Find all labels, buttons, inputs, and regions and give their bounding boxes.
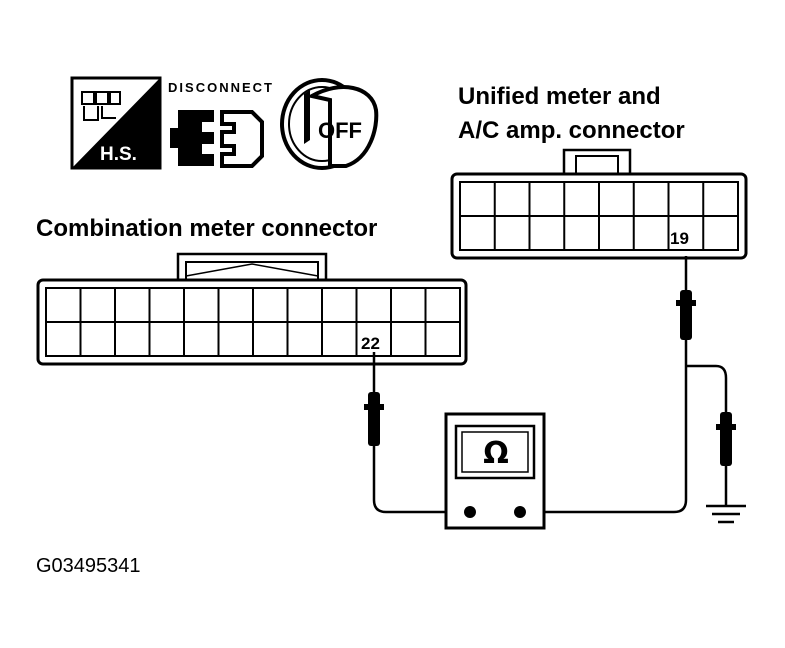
hs-icon: H.S. (70, 76, 162, 170)
meter-terminal-right (514, 506, 526, 518)
unified-meter-connector: 19 (450, 148, 748, 260)
probe-right (676, 290, 696, 340)
meter-terminal-left (464, 506, 476, 518)
off-label: OFF (318, 118, 362, 143)
pin-19-label: 19 (670, 229, 689, 248)
combination-meter-connector: 22 (36, 252, 468, 366)
probe-ground (716, 412, 736, 466)
combination-connector-label: Combination meter connector (36, 215, 377, 242)
unified-connector-label-line1: Unified meter and (458, 83, 661, 110)
unified-connector-label-line2: A/C amp. connector (458, 117, 685, 144)
probe-left (364, 392, 384, 446)
ignition-off-icon: OFF (280, 78, 379, 170)
ohmmeter: Ω (444, 412, 546, 530)
disconnect-label: DISCONNECT (168, 80, 272, 95)
disconnect-icon: DISCONNECT (168, 80, 272, 168)
test-lead-wires (372, 256, 728, 514)
figure-id: G03495341 (36, 555, 141, 577)
hs-label: H.S. (100, 144, 137, 165)
ground-icon (706, 504, 746, 524)
ohm-symbol: Ω (483, 436, 509, 471)
pin-22-label: 22 (361, 334, 380, 353)
